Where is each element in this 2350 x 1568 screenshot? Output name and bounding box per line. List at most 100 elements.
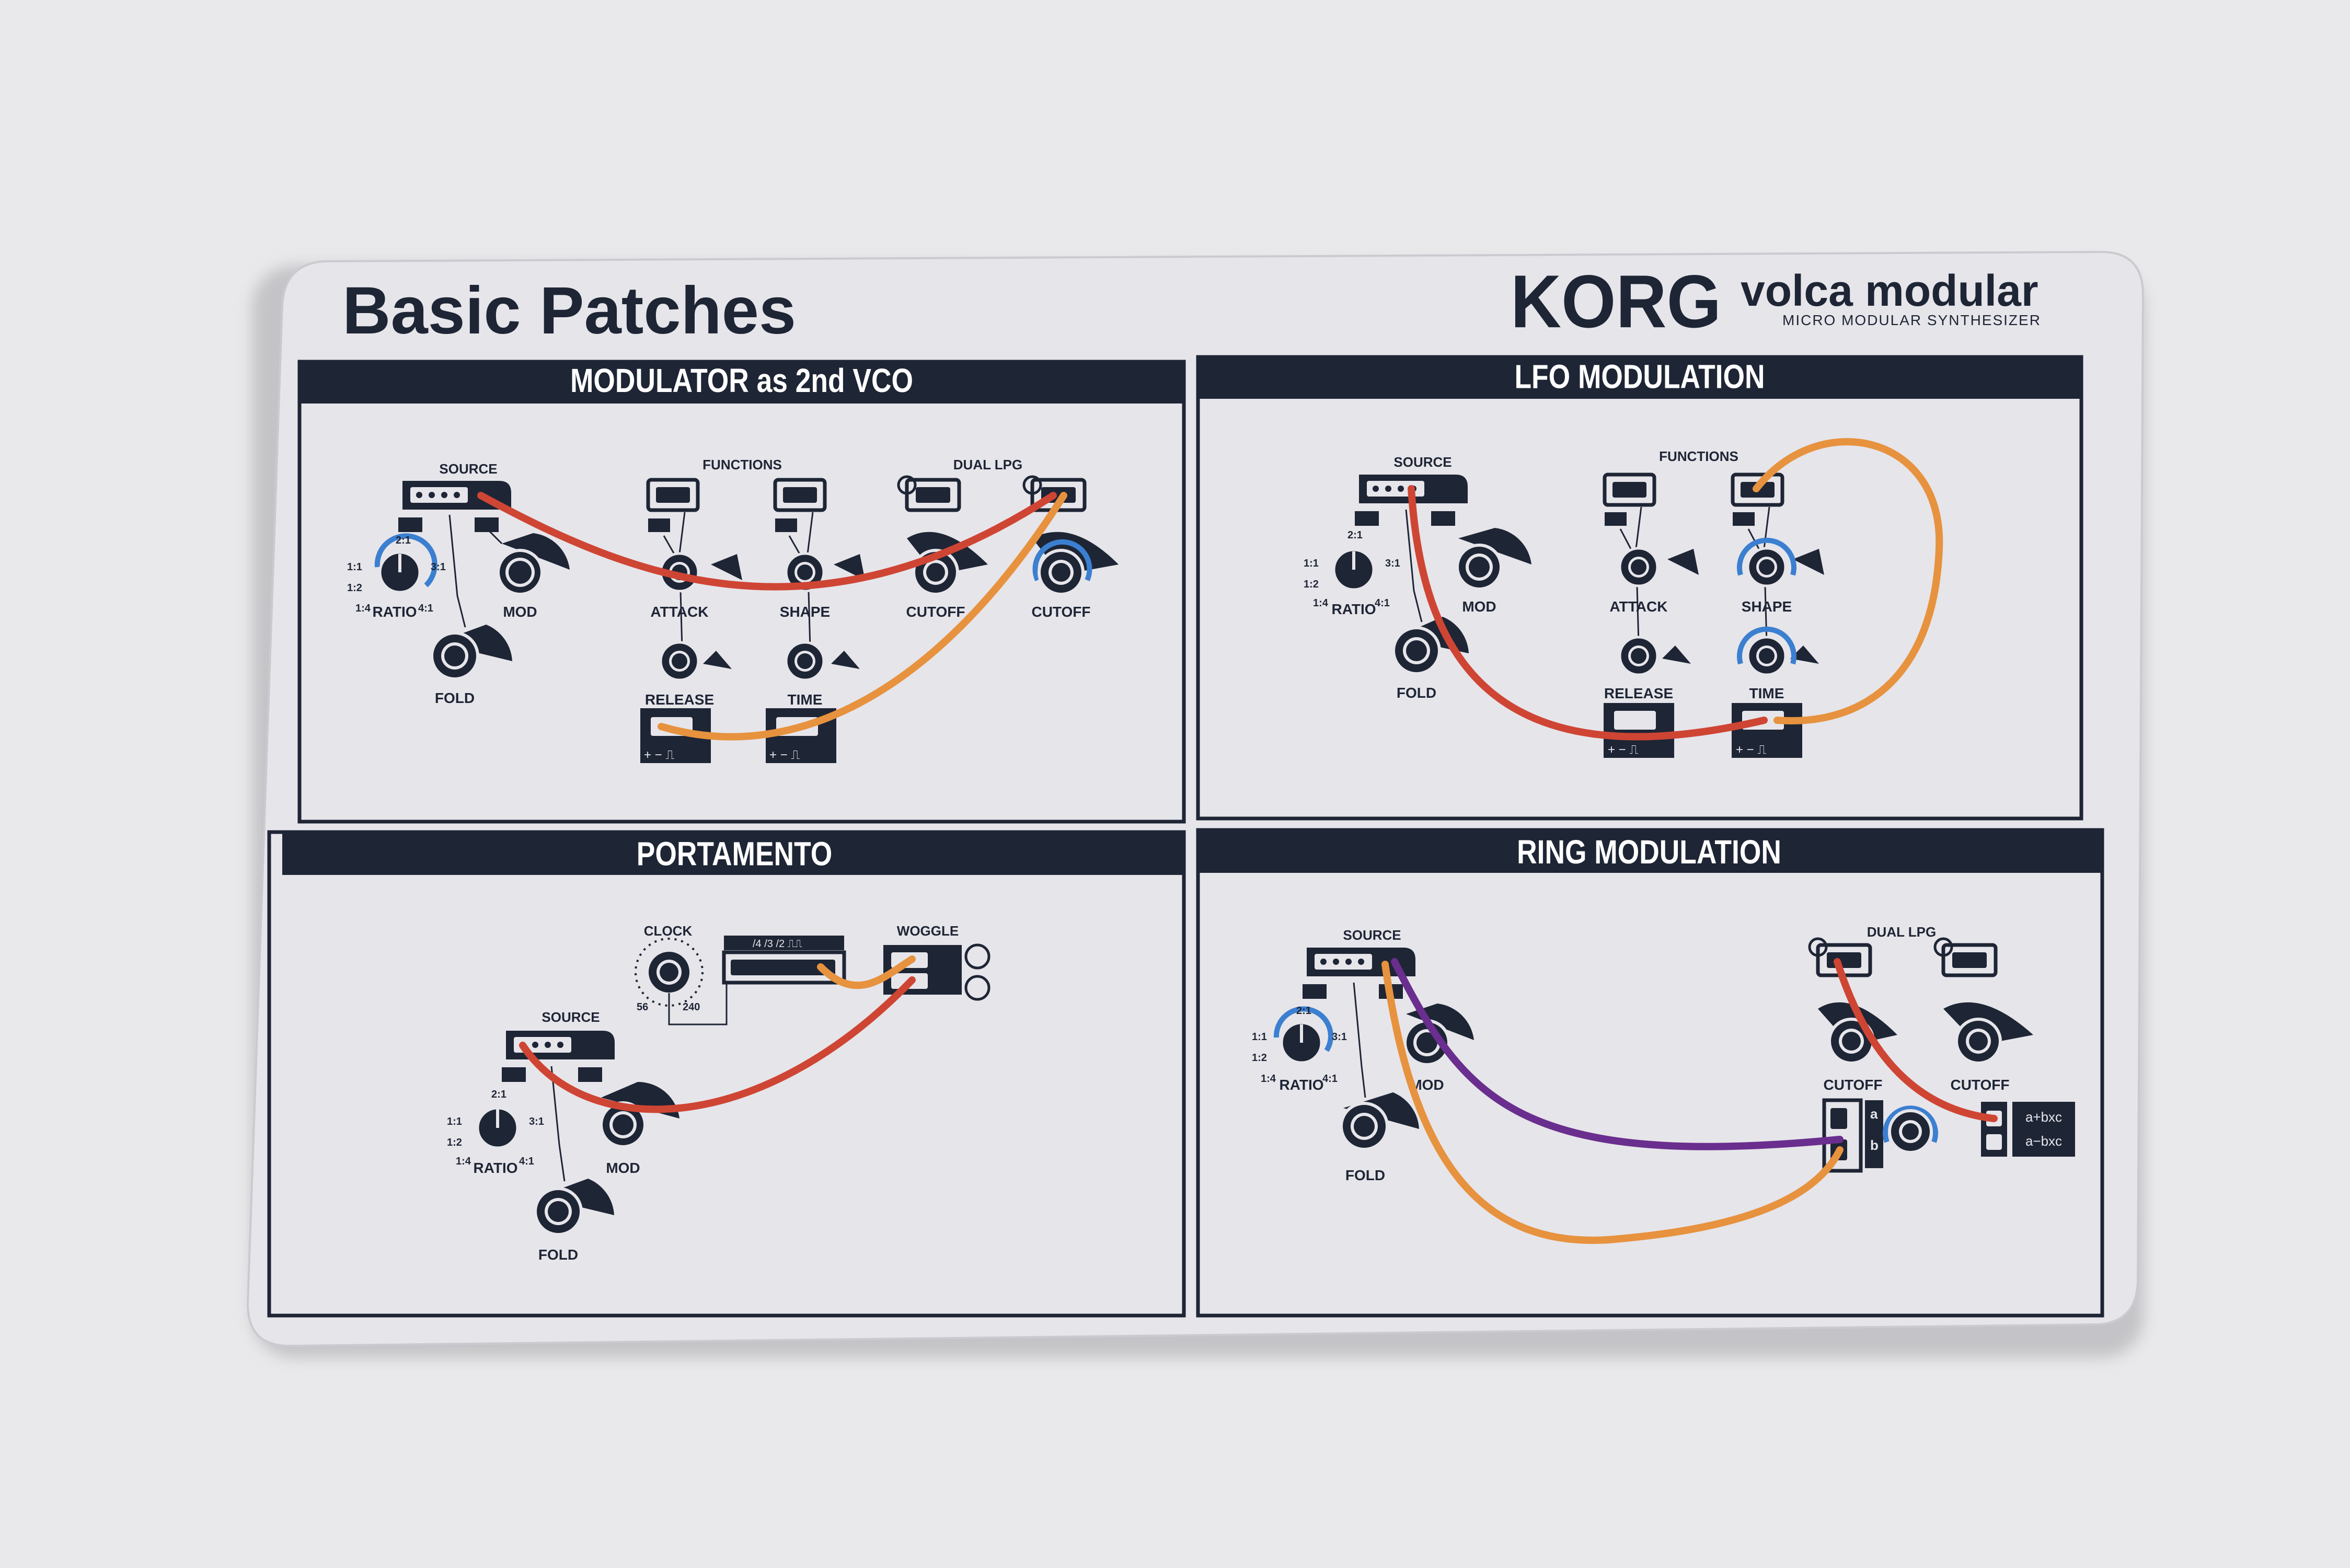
label-ratio-4-1: 4:1 (1322, 1073, 1338, 1085)
panel-header: LFO MODULATION (1514, 359, 1765, 396)
label-ratio: RATIO (372, 604, 417, 620)
label-ratio-3-1: 3:1 (431, 561, 446, 573)
label-functions: FUNCTIONS (702, 457, 782, 472)
label-functions: FUNCTIONS (1659, 448, 1738, 464)
label-mod: MOD (1462, 598, 1496, 615)
label-divider: /4 /3 /2 ⎍⎍ (753, 938, 802, 950)
label-clock-56: 56 (637, 1001, 648, 1013)
label-source: SOURCE (439, 461, 497, 477)
label-input-b: b (1870, 1137, 1879, 1153)
patch-cable-orange (1753, 438, 1943, 724)
label-fold: FOLD (435, 690, 475, 706)
patch-cable-red (1408, 485, 1768, 741)
label-fold: FOLD (1345, 1167, 1385, 1183)
label-shape: SHAPE (1742, 598, 1792, 615)
label-ratio-1-2: 1:2 (447, 1137, 462, 1148)
cutoff-knob-2 (1032, 532, 1119, 596)
label-shape: SHAPE (780, 604, 830, 620)
label-ratio-3-1: 3:1 (529, 1116, 544, 1127)
label-source: SOURCE (1393, 454, 1452, 470)
time-knob (785, 641, 860, 682)
label-ratio-4-1: 4:1 (519, 1156, 534, 1167)
label-ratio: RATIO (1331, 601, 1376, 617)
patch-cable-red (477, 492, 1057, 591)
label-ratio-1-4: 1:4 (355, 603, 371, 614)
ratio-indicator-arc (1273, 1006, 1333, 1052)
source-jack-bank (398, 481, 511, 532)
label-source: SOURCE (542, 1009, 600, 1025)
label-ratio: RATIO (473, 1160, 517, 1176)
label-mod: MOD (606, 1160, 640, 1176)
product-name: volca modular (1741, 266, 2038, 315)
cutoff-knob-1 (1818, 1002, 1897, 1065)
label-release: RELEASE (645, 691, 714, 708)
label-ratio-2-1: 2:1 (396, 535, 411, 546)
label-ratio-1-1: 1:1 (347, 561, 362, 573)
source-jack-bank (502, 1031, 615, 1082)
label-ratio-4-1: 4:1 (1375, 597, 1390, 609)
ring-mod-outputs (1981, 1102, 2075, 1157)
panel-header: MODULATOR as 2nd VCO (570, 363, 913, 400)
label-mod: MOD (503, 604, 537, 620)
panel-modulator-as-2nd-vco: MODULATOR as 2nd VCO SOURCE 2:1 1:1 1:2 … (297, 360, 1186, 824)
label-time: TIME (1749, 685, 1784, 701)
label-input-a: a (1870, 1106, 1878, 1122)
mod-depth-fan (502, 533, 570, 570)
label-clock: CLOCK (644, 923, 693, 939)
release-knob (1618, 636, 1691, 676)
panel-header: RING MODULATION (1517, 834, 1781, 871)
svg-text:+ − ⎍: + − ⎍ (1736, 743, 1766, 757)
label-ratio: RATIO (1279, 1077, 1323, 1093)
release-knob (659, 641, 732, 682)
time-knob (1737, 626, 1819, 676)
patch-cable-red (519, 976, 916, 1113)
shape-knob (1737, 537, 1824, 587)
label-clock-240: 240 (683, 1001, 700, 1013)
label-sum: a+bxc (2025, 1109, 2062, 1125)
label-cutoff-1: CUTOFF (1823, 1077, 1882, 1093)
label-ratio-1-1: 1:1 (1252, 1031, 1267, 1043)
card-title: Basic Patches (342, 273, 796, 348)
label-ratio-1-1: 1:1 (1304, 558, 1319, 569)
svg-text:+ − ⎍: + − ⎍ (644, 748, 674, 762)
label-source: SOURCE (1343, 927, 1401, 943)
patch-cable-orange (1381, 961, 1844, 1244)
label-attack: ATTACK (1610, 598, 1668, 615)
patch-cable-orange (658, 492, 1067, 741)
label-fold: FOLD (538, 1247, 578, 1263)
panel-ring-modulation: RING MODULATION SOURCE 2:1 1:1 1:2 1:4 3… (1196, 828, 2104, 1318)
panel-header-bar (299, 362, 1184, 403)
label-diff: a−bxc (2025, 1133, 2062, 1149)
label-cutoff-1: CUTOFF (906, 604, 965, 620)
svg-text:+ − ⎍: + − ⎍ (769, 748, 800, 762)
svg-text:+ − ⎍: + − ⎍ (1608, 743, 1638, 757)
label-dual-lpg: DUAL LPG (1867, 924, 1936, 940)
clock-divider-bank (722, 936, 846, 985)
panel-lfo-modulation: LFO MODULATION SOURCE 2:1 1:1 1:2 1:4 3:… (1196, 355, 2083, 821)
panel-header: PORTAMENTO (637, 836, 832, 873)
label-attack: ATTACK (651, 604, 709, 620)
label-ratio-1-2: 1:2 (1252, 1052, 1267, 1064)
label-ratio-1-1: 1:1 (447, 1116, 462, 1127)
label-ratio-3-1: 3:1 (1332, 1031, 1347, 1043)
label-ratio-2-1: 2:1 (491, 1089, 506, 1100)
label-ratio-1-4: 1:4 (456, 1156, 471, 1167)
label-fold: FOLD (1397, 685, 1436, 701)
korg-logo: KORG (1511, 260, 1721, 343)
ratio-indicator-arc (374, 533, 437, 587)
label-dual-lpg: DUAL LPG (953, 457, 1022, 472)
functions-jacks (646, 478, 827, 532)
patch-card (246, 250, 2145, 1347)
patch-cable-orange (817, 955, 916, 989)
label-time: TIME (788, 691, 823, 708)
label-cutoff-2: CUTOFF (1950, 1077, 2009, 1093)
label-ratio-2-1: 2:1 (1347, 529, 1363, 541)
label-ratio-1-2: 1:2 (1304, 579, 1319, 590)
label-cutoff-2: CUTOFF (1031, 604, 1090, 620)
patch-cable-red (1834, 958, 1998, 1122)
label-ratio-3-1: 3:1 (1385, 558, 1400, 569)
label-ratio-4-1: 4:1 (418, 603, 433, 614)
label-ratio-2-1: 2:1 (1296, 1005, 1311, 1017)
label-woggle: WOGGLE (897, 923, 959, 939)
